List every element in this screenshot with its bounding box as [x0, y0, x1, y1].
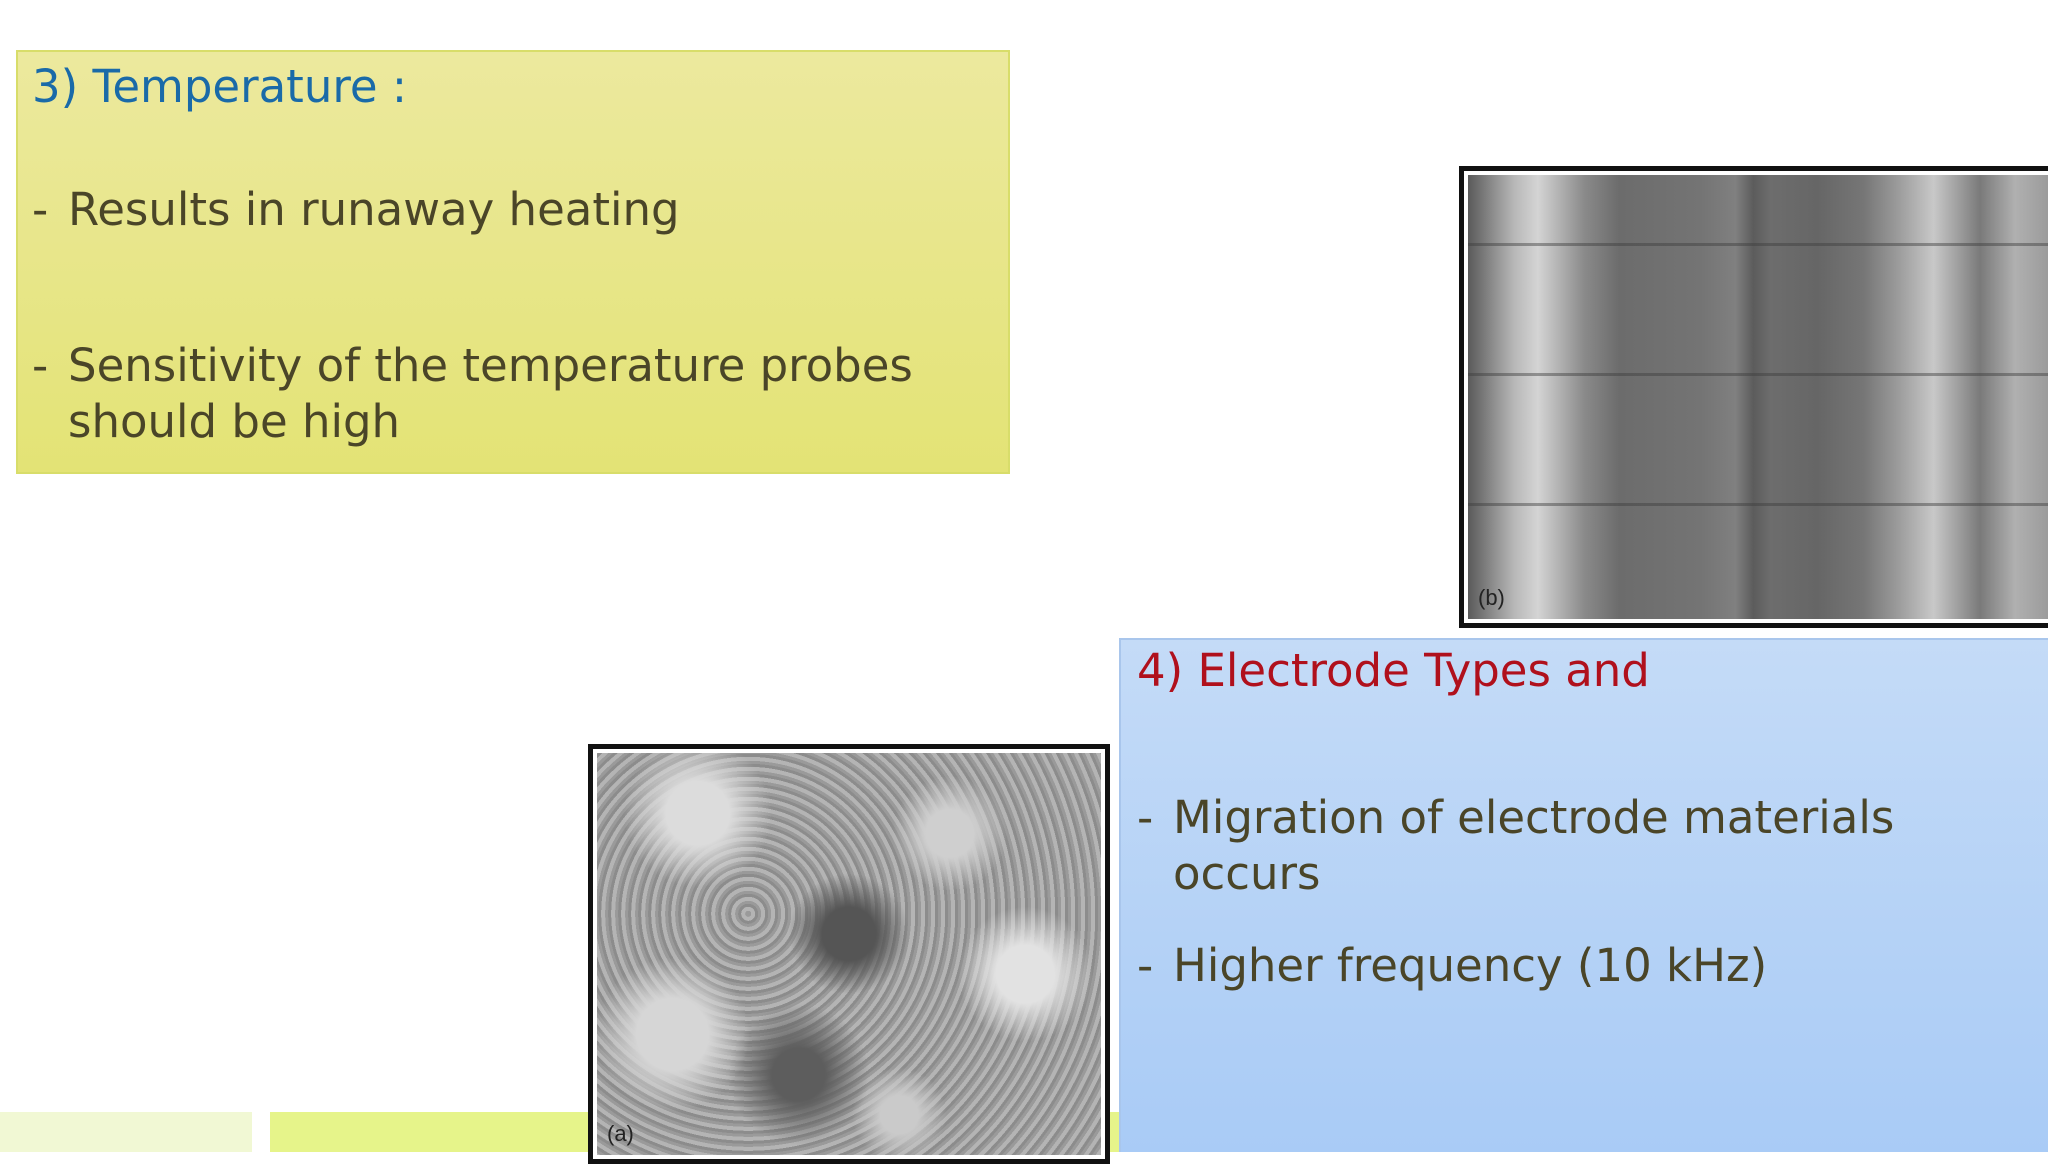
electrode-bullet-migration: - Migration of electrode materials occur…: [1137, 790, 2048, 902]
bullet-text: Results in runaway heating: [68, 183, 680, 236]
temperature-section: 3) Temperature : - Results in runaway he…: [16, 50, 1010, 474]
bullet-dash: -: [32, 339, 49, 392]
photo-a-label: (a): [607, 1121, 634, 1146]
temperature-bullet-runaway: - Results in runaway heating: [32, 182, 680, 238]
photo-b-image: [1468, 175, 2048, 619]
temperature-bullet-probes: - Sensitivity of the temperature probes …: [32, 338, 913, 450]
bullet-text: Higher frequency (10 kHz): [1173, 939, 1768, 992]
footer-accent-bar-left: [0, 1112, 252, 1152]
bullet-text-line-1: Sensitivity of the temperature probes: [68, 339, 913, 392]
electrode-section: 4) Electrode Types and - Migration of el…: [1119, 638, 2048, 1152]
electrode-photo-a: (a): [588, 744, 1110, 1164]
bullet-dash: -: [32, 183, 49, 236]
electrode-bullet-frequency: - Higher frequency (10 kHz): [1137, 938, 1767, 994]
electrode-photo-b: (b): [1459, 166, 2048, 628]
bullet-text: Migration of electrode materials occurs: [1173, 791, 1895, 900]
bullet-text-line-2: should be high: [68, 395, 401, 448]
bullet-dash: -: [1137, 791, 1154, 844]
electrode-title: 4) Electrode Types and: [1137, 644, 1650, 697]
bullet-dash: -: [1137, 939, 1154, 992]
photo-a-image: [597, 753, 1101, 1155]
photo-b-label: (b): [1478, 585, 1505, 610]
temperature-title: 3) Temperature :: [32, 60, 408, 113]
